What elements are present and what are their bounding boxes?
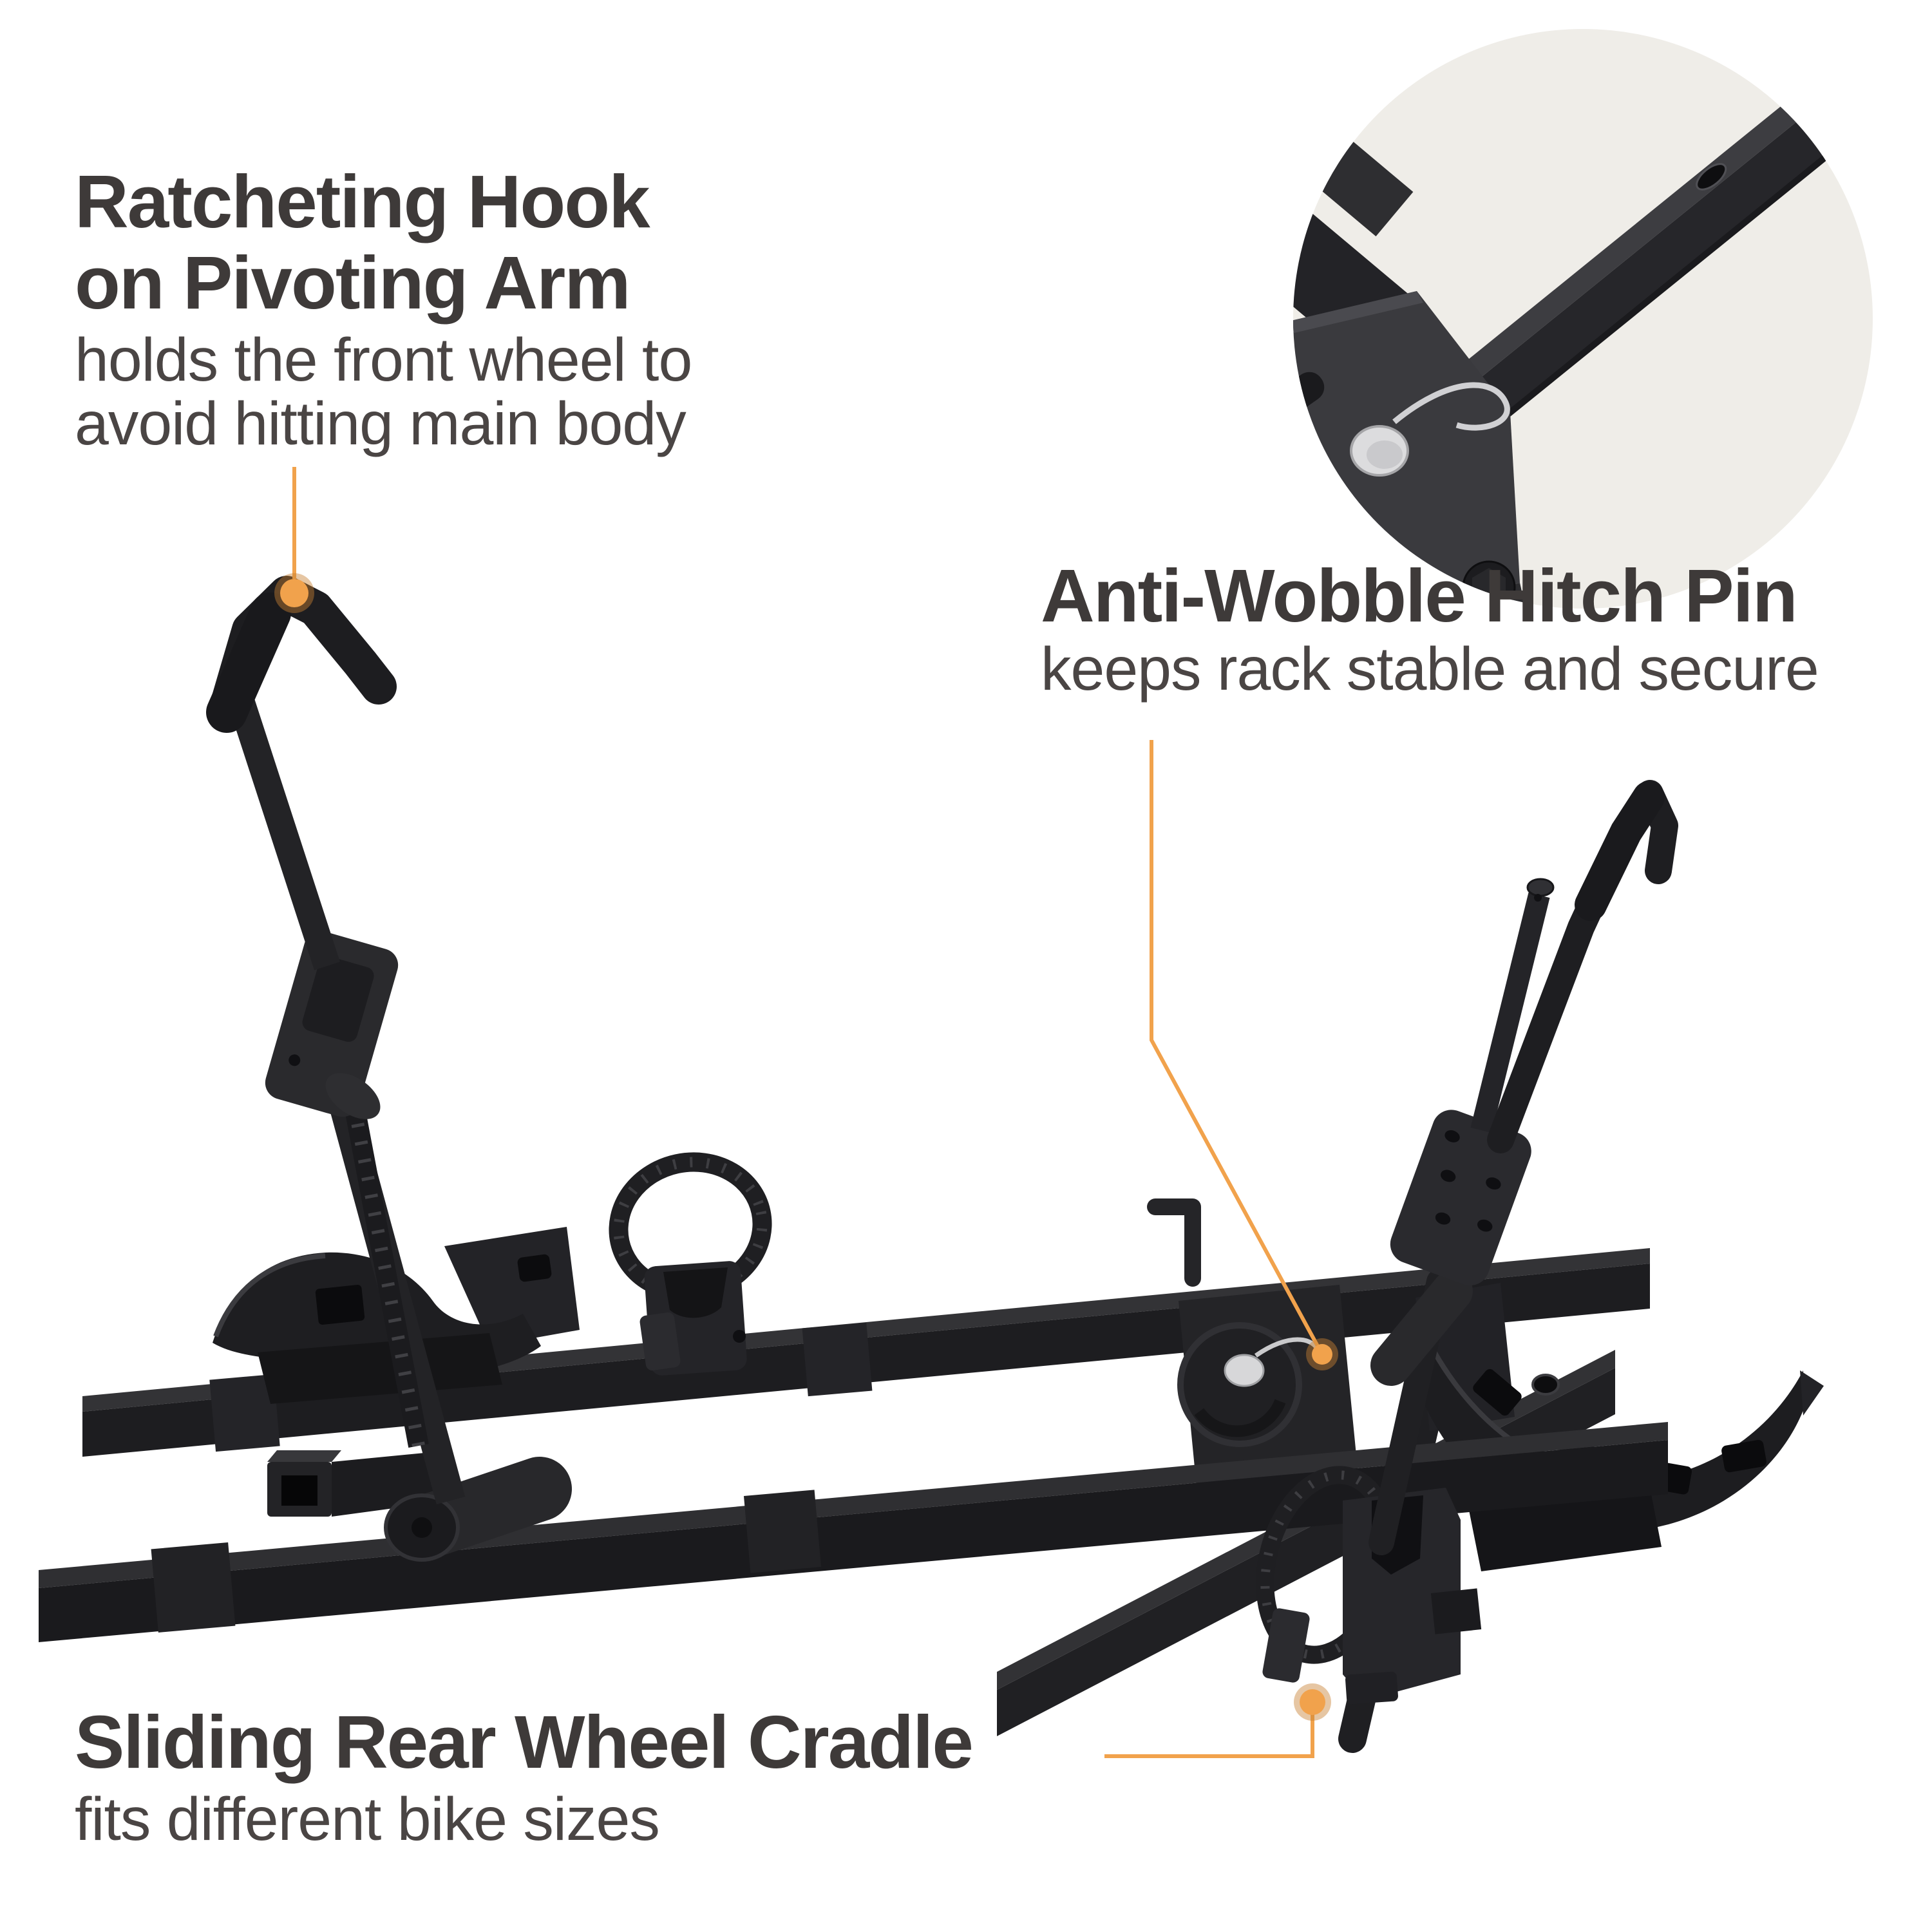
callout-block-ratcheting-hook: Ratcheting Hook on Pivoting Arm holds th…	[75, 161, 692, 456]
callout-dot-sliding-cradle	[1300, 1689, 1325, 1715]
inset-anti-wobble-pin	[1350, 382, 1510, 477]
inset-threaded-hole	[1696, 163, 1727, 191]
left-wheel-tray	[213, 1227, 580, 1404]
wheel-stop-hook	[1147, 1198, 1201, 1287]
ratchet-clamp-housing	[265, 931, 399, 1117]
middle-strap-cradle	[609, 1152, 772, 1376]
inset-hitch-tube	[1394, 91, 1843, 475]
callout-desc-line: avoid hitting main body	[75, 390, 687, 458]
callout-block-sliding-cradle: Sliding Rear Wheel Cradle fits different…	[75, 1700, 974, 1853]
callout-dot-anti-wobble	[1312, 1344, 1332, 1365]
callout-title: Sliding Rear Wheel Cradle	[75, 1700, 974, 1784]
inset-detail-circle	[1293, 29, 1873, 609]
inset-photo-hitch-bar	[1293, 91, 1843, 609]
callout-block-anti-wobble: Anti-Wobble Hitch Pin keeps rack stable …	[1041, 555, 1819, 701]
callout-title: Anti-Wobble Hitch Pin	[1041, 554, 1798, 638]
rack-illustration	[39, 576, 1824, 1753]
callout-title-line: Ratcheting Hook	[75, 160, 650, 243]
callout-dot-ratcheting-hook	[280, 579, 308, 607]
hitch-pin-clip	[1224, 1354, 1265, 1387]
right-pivoting-arm	[1368, 780, 1678, 1555]
callout-title-line: on Pivoting Arm	[75, 241, 630, 325]
callout-line-sliding-cradle	[1104, 1714, 1314, 1758]
threaded-hole	[1531, 1374, 1560, 1396]
callout-graphics	[292, 467, 1324, 1758]
callout-desc: fits different bike sizes	[75, 1785, 660, 1853]
callout-dots	[274, 573, 1338, 1721]
callout-desc-line: holds the front wheel to	[75, 326, 692, 394]
callout-line-anti-wobble	[1150, 740, 1324, 1356]
callout-desc: keeps rack stable and secure	[1041, 635, 1819, 703]
left-pivot-cylinder	[384, 1457, 572, 1562]
